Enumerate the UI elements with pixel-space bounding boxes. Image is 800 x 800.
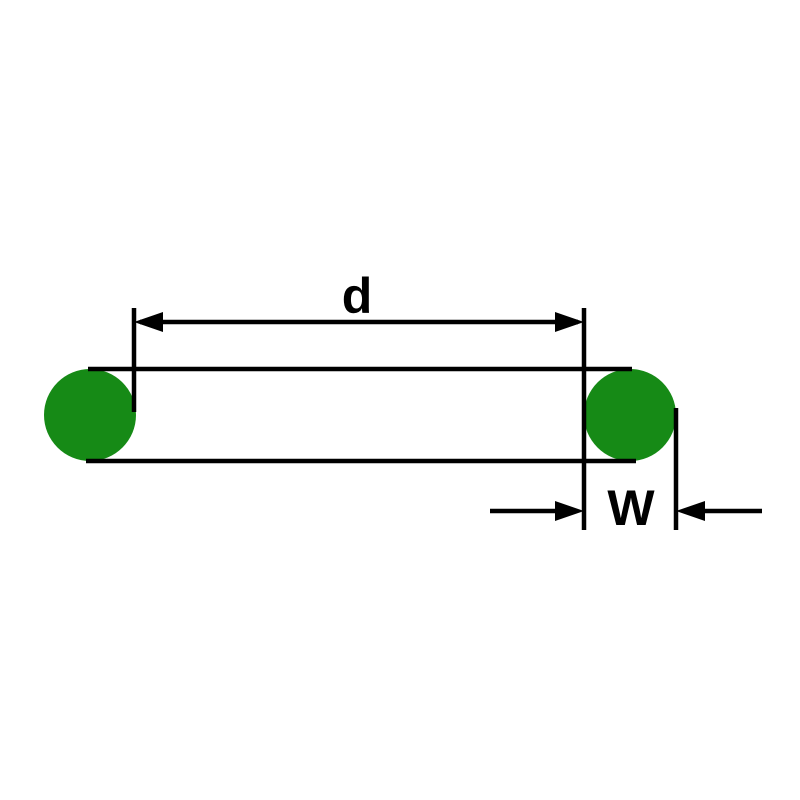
d-arrowhead-left-icon <box>134 312 163 332</box>
d-dimension-label: d <box>342 268 373 324</box>
w-dimension-label: W <box>607 480 655 536</box>
oring-left-cross-section-circle <box>44 369 136 461</box>
d-arrowhead-right-icon <box>555 312 584 332</box>
w-arrowhead-right-icon <box>676 501 705 521</box>
oring-right-cross-section-circle <box>584 369 676 461</box>
w-arrowhead-left-icon <box>555 501 584 521</box>
